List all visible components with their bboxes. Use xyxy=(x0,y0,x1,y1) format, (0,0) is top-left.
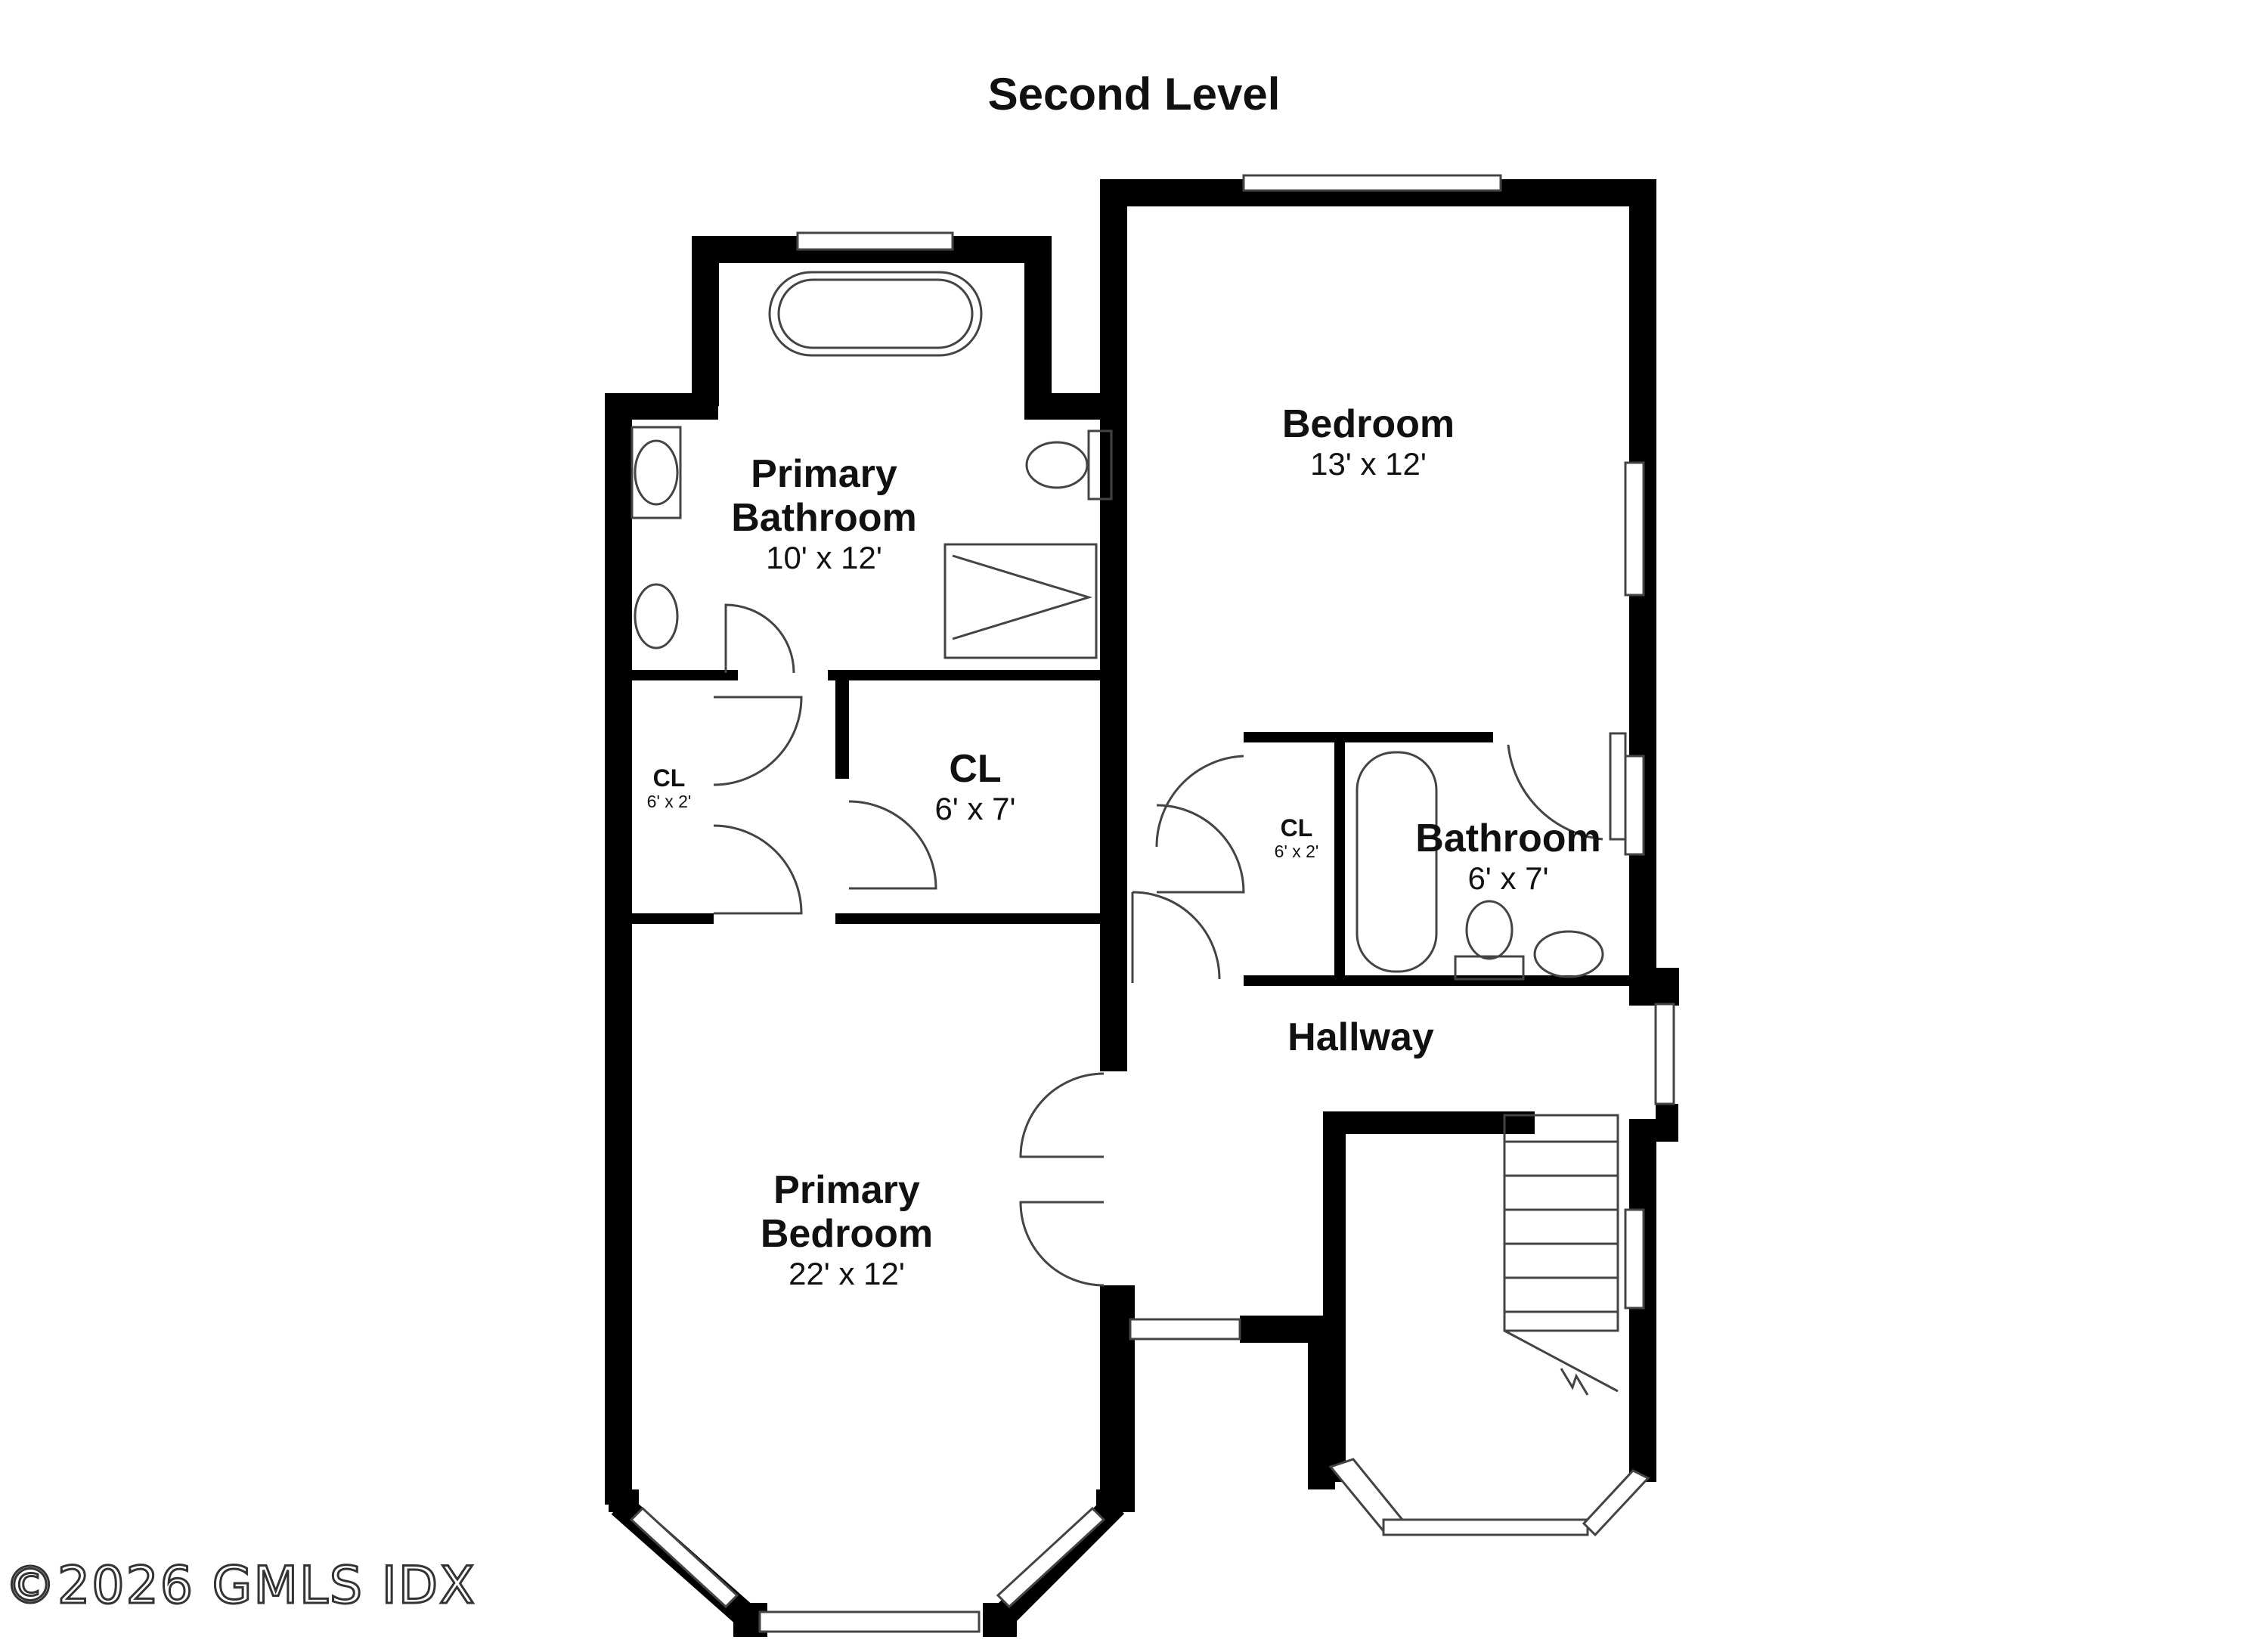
doors xyxy=(713,603,1603,1287)
windows xyxy=(629,174,1675,1633)
room-dimensions: 6' x 7' xyxy=(1467,860,1549,897)
room-name: Primary Bedroom xyxy=(760,1168,934,1257)
room-name: Hallway xyxy=(1287,1015,1434,1059)
room-hallway: Hallway xyxy=(1247,1015,1474,1059)
room-dimensions: 6' x 7' xyxy=(934,791,1016,827)
room-dimensions: 13' x 12' xyxy=(1310,446,1427,482)
room-dimensions: 10' x 12' xyxy=(766,540,882,576)
fixtures xyxy=(631,271,1619,1396)
room-name: CL xyxy=(652,764,686,792)
room-name: Primary Bathroom xyxy=(731,452,917,541)
room-name: CL xyxy=(1280,814,1313,842)
exterior-walls xyxy=(605,179,1679,1637)
room-closet-left: CL 6' x 2' xyxy=(627,764,711,812)
room-bathroom: Bathroom 6' x 7' xyxy=(1391,817,1625,896)
copyright-watermark: ©2026 GMLS IDX xyxy=(4,1555,476,1617)
room-primary-bedroom: Primary Bedroom 22' x 12' xyxy=(711,1168,983,1292)
room-primary-bathroom: Primary Bathroom 10' x 12' xyxy=(688,452,960,576)
interior-walls xyxy=(632,670,1637,986)
room-bedroom: Bedroom 13' x 12' xyxy=(1240,402,1497,482)
page-title: Second Level xyxy=(987,69,1281,119)
room-closet-hall: CL 6' x 2' xyxy=(1247,814,1346,862)
room-name: Bedroom xyxy=(1281,402,1455,446)
room-dimensions: 22' x 12' xyxy=(789,1256,905,1292)
room-closet-center: CL 6' x 7' xyxy=(885,747,1066,826)
room-name: CL xyxy=(949,747,1002,791)
room-name: Bathroom xyxy=(1415,817,1601,860)
room-dimensions: 6' x 2' xyxy=(1274,841,1319,861)
room-dimensions: 6' x 2' xyxy=(646,791,692,811)
